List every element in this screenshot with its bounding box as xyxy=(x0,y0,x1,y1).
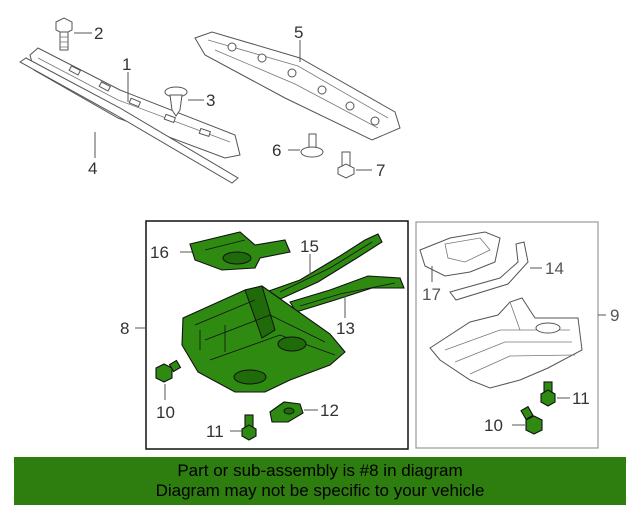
part-6-bolt[interactable] xyxy=(300,133,324,158)
callout-1[interactable]: 1 xyxy=(122,55,131,74)
callout-15[interactable]: 15 xyxy=(300,237,319,256)
callout-10a[interactable]: 10 xyxy=(156,403,175,422)
part-11-bolt[interactable] xyxy=(241,414,257,441)
part-13-bracket[interactable] xyxy=(289,275,405,313)
callout-5[interactable]: 5 xyxy=(294,23,303,42)
part-1-reinforcement[interactable] xyxy=(29,47,241,159)
callout-11a[interactable]: 11 xyxy=(206,422,224,441)
callout-16[interactable]: 16 xyxy=(150,243,169,262)
part-9-under-cover[interactable] xyxy=(429,297,583,389)
callout-11b[interactable]: 11 xyxy=(572,389,590,408)
part-14-bracket[interactable] xyxy=(449,241,529,301)
callout-13[interactable]: 13 xyxy=(336,319,355,338)
callout-8[interactable]: 8 xyxy=(120,319,129,338)
part-11-bolt-b[interactable] xyxy=(540,381,556,407)
part-15-bracket[interactable] xyxy=(264,233,383,301)
part-3-clip[interactable] xyxy=(164,86,188,117)
notice-line-2: Diagram may not be specific to your vehi… xyxy=(155,481,485,500)
callout-6[interactable]: 6 xyxy=(272,141,281,160)
callout-17[interactable]: 17 xyxy=(422,285,441,304)
assembly-9-box xyxy=(415,221,599,449)
assembly-8-box xyxy=(145,220,409,450)
parts-diagram: 2 1 4 3 5 6 xyxy=(19,17,619,450)
callout-7[interactable]: 7 xyxy=(376,161,385,180)
part-10-bolt-b[interactable] xyxy=(520,405,543,435)
callout-9[interactable]: 9 xyxy=(610,306,619,325)
part-12-plate[interactable] xyxy=(269,401,304,423)
callout-3[interactable]: 3 xyxy=(206,91,215,110)
part-7-bolt[interactable] xyxy=(337,151,355,179)
callout-2[interactable]: 2 xyxy=(94,24,103,43)
part-8-under-cover[interactable] xyxy=(181,285,346,393)
part-2-bolt[interactable] xyxy=(55,17,73,51)
part-5-cover[interactable] xyxy=(194,31,401,141)
part-16-bracket[interactable] xyxy=(189,231,291,271)
callout-4[interactable]: 4 xyxy=(88,159,97,178)
notice-line-1: Part or sub-assembly is #8 in diagram xyxy=(177,461,463,480)
part-10-bolt[interactable] xyxy=(155,359,182,383)
notice-banner: Part or sub-assembly is #8 in diagram Di… xyxy=(14,457,626,505)
callout-14[interactable]: 14 xyxy=(545,259,564,278)
part-4-strip[interactable] xyxy=(19,57,239,184)
callout-10b[interactable]: 10 xyxy=(484,416,503,435)
callout-12[interactable]: 12 xyxy=(320,401,339,420)
